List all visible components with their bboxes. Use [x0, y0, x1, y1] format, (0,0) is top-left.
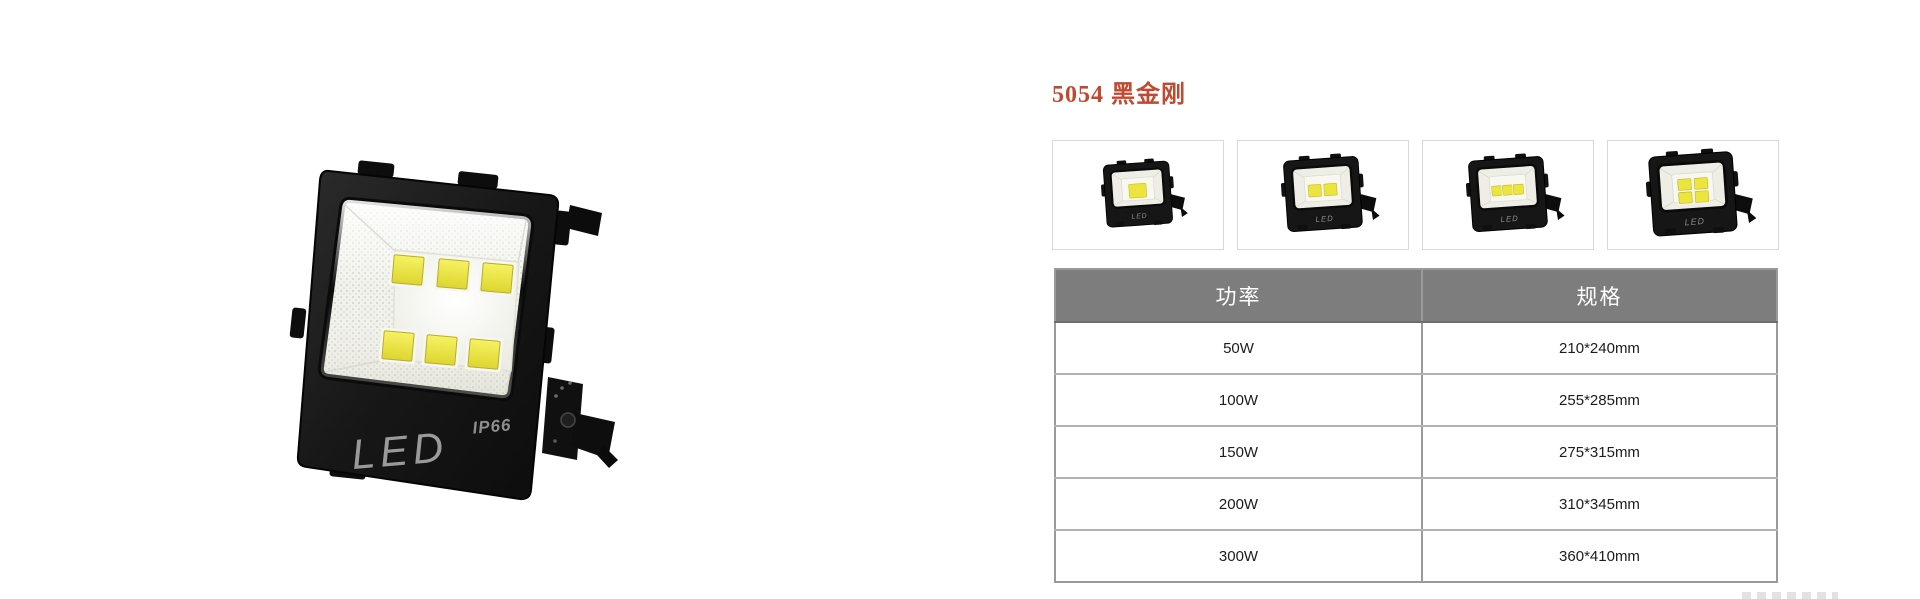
section-title: 5054 黑金刚 — [1052, 82, 1186, 108]
size-cell: 275*315mm — [1422, 426, 1777, 479]
led-brand-label: LED — [350, 423, 450, 478]
svg-text:LED: LED — [1500, 214, 1519, 224]
svg-text:LED: LED — [1131, 213, 1147, 221]
mount-bracket — [542, 205, 618, 468]
power-cell: 200W — [1055, 478, 1423, 531]
power-column-header: 功率 — [1055, 269, 1423, 323]
power-cell: 150W — [1055, 426, 1423, 479]
size-cell: 310*345mm — [1422, 478, 1777, 531]
floodlight-thumb-illustration: LED — [1645, 148, 1757, 237]
power-cell: 300W — [1055, 530, 1423, 582]
size-cell: 210*240mm — [1422, 322, 1777, 375]
floodlight-illustration: IP66 LED — [289, 160, 618, 501]
svg-text:LED: LED — [1315, 214, 1334, 224]
product-thumbnail-100w[interactable]: LED — [1237, 140, 1409, 250]
size-column-header: 规格 — [1422, 269, 1777, 323]
product-thumbnail-150w[interactable]: LED — [1422, 140, 1594, 250]
floodlight-thumb-illustration: LED — [1465, 153, 1565, 232]
product-thumbnail-200w[interactable]: LED — [1607, 140, 1779, 250]
size-cell: 255*285mm — [1422, 374, 1777, 427]
power-cell: 100W — [1055, 374, 1423, 427]
power-cell: 50W — [1055, 322, 1423, 375]
main-product-image: IP66 LED — [225, 115, 675, 535]
led-chips — [378, 251, 517, 373]
product-thumbnail-50w[interactable]: LED — [1052, 140, 1224, 250]
floodlight-thumb-illustration: LED — [1101, 158, 1188, 228]
size-cell: 360*410mm — [1559, 547, 1640, 565]
floodlight-thumb-illustration: LED — [1280, 153, 1380, 232]
svg-text:LED: LED — [1684, 216, 1705, 227]
cropped-footer-text — [1742, 592, 1838, 599]
spec-table-header-row: 功率 规格 — [1055, 269, 1777, 323]
spec-row: 300W 360*410mm — [1055, 530, 1777, 582]
ip-rating-label: IP66 — [472, 415, 512, 437]
